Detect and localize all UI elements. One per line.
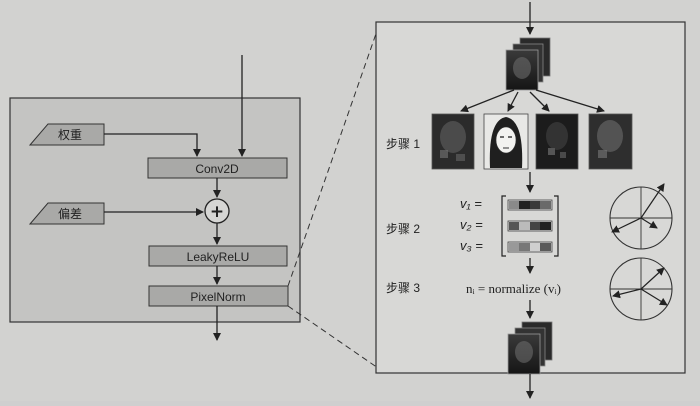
vector-matrix	[501, 195, 559, 257]
channel-image-3	[535, 113, 579, 170]
channel-image-4	[588, 113, 633, 170]
step1-label: 步骤 1	[386, 137, 420, 151]
weight-label: 权重	[58, 128, 82, 142]
add-node: +	[204, 198, 230, 224]
add-symbol: +	[210, 202, 224, 222]
weight-arrow	[104, 133, 201, 157]
normalized-vector-circle	[609, 257, 673, 321]
conv2d-node: Conv2D	[147, 157, 288, 179]
split-arrows	[460, 89, 605, 113]
v2-label: v₂ =	[460, 217, 483, 232]
input-feature-maps	[505, 37, 551, 91]
bias-node: 偏差	[28, 202, 105, 225]
pixelnorm-node: PixelNorm	[148, 285, 289, 307]
step3-label: 步骤 3	[386, 281, 420, 295]
leakyrelu-label: LeakyReLU	[187, 250, 250, 264]
zoom-line-top	[287, 27, 379, 287]
normalize-formula: nᵢ = normalize (vᵢ)	[466, 281, 561, 296]
leakyrelu-node: LeakyReLU	[148, 245, 288, 267]
unnormalized-vector-circle	[609, 183, 673, 250]
channel-image-2	[483, 113, 529, 170]
output-feature-maps	[507, 321, 553, 375]
v3-label: v₃ =	[460, 238, 483, 253]
conv2d-label: Conv2D	[195, 162, 239, 176]
step2-label: 步骤 2	[386, 222, 420, 236]
pixelnorm-label: PixelNorm	[190, 290, 245, 304]
zoom-line-bottom	[287, 305, 379, 369]
v1-label: v₁ =	[460, 196, 482, 211]
channel-image-1	[431, 113, 475, 170]
bias-label: 偏差	[58, 206, 82, 221]
weight-node: 权重	[28, 123, 105, 146]
